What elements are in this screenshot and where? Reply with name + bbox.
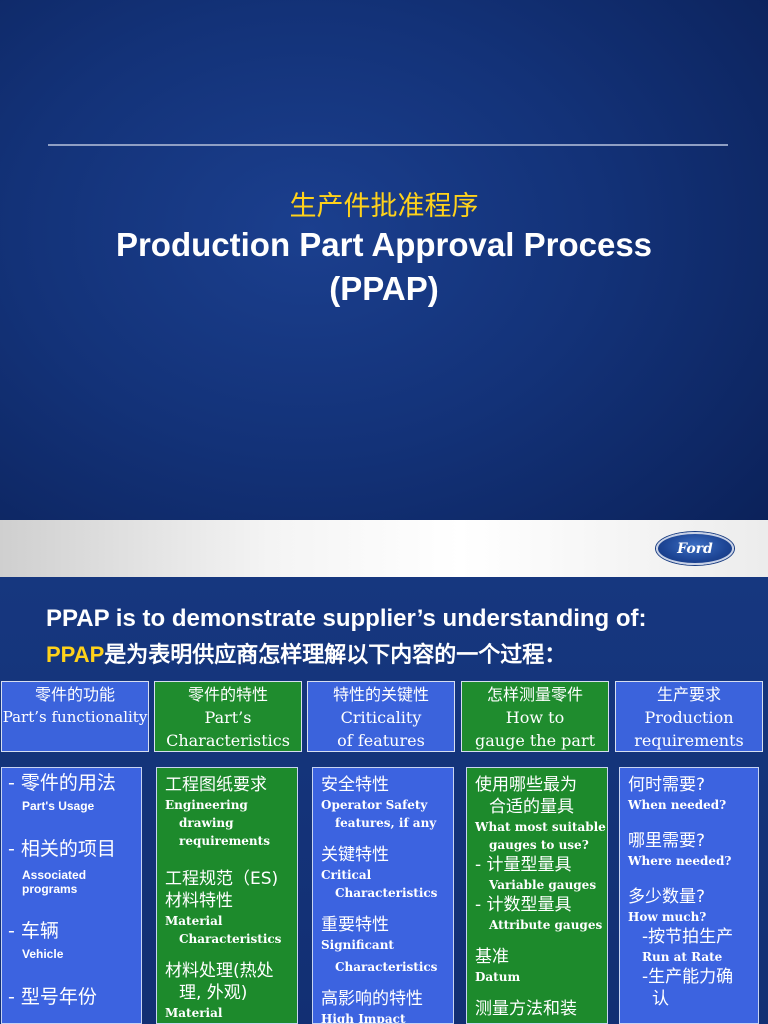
text-en: Material [165, 914, 223, 928]
text-cn: 理, 外观) [179, 983, 248, 1003]
column-parts-characteristics: 工程图纸要求 Engineering drawing requirements … [156, 767, 298, 1024]
text-en: Datum [475, 970, 521, 984]
text-en: Critical [321, 868, 372, 882]
column-criticality: 安全特性 Operator Safety features, if any 关键… [312, 767, 454, 1024]
header-cn: 零件的功能 [34, 685, 115, 704]
item-cn: - 型号年份 [8, 986, 97, 1008]
column-production: 何时需要? When needed? 哪里需要? Where needed? 多… [619, 767, 759, 1024]
title-abbreviation: (PPAP) [329, 270, 439, 307]
text-en: High Impact [321, 1012, 406, 1024]
heading-english: PPAP is to demonstrate supplier’s unders… [46, 605, 647, 632]
text-en: Variable gauges [489, 878, 597, 892]
header-cn: 生产要求 [656, 685, 721, 704]
header-en-2: Characteristics [166, 731, 290, 750]
text-en: Run at Rate [642, 950, 723, 964]
ford-logo: Ford [656, 532, 734, 565]
text-cn: - 计数型量具 [475, 895, 572, 915]
heading-ppap-prefix: PPAP [46, 642, 105, 667]
text-en: Operator Safety [321, 798, 428, 812]
header-en-2: gauge the part [474, 731, 596, 750]
header-gauge: 怎样测量零件 How to gauge the part [461, 681, 609, 752]
item-en-2: programs [22, 882, 78, 896]
text-cn: 认 [652, 989, 669, 1009]
item-en: Vehicle [22, 947, 64, 961]
header-cn: 特性的关键性 [332, 685, 429, 704]
text-en: features, if any [335, 816, 437, 830]
header-en: Part’s [204, 708, 252, 727]
item-en: Part's Usage [22, 799, 95, 813]
text-en: Material [165, 1006, 223, 1020]
text-en: Where needed? [628, 854, 732, 868]
text-cn: 哪里需要? [628, 831, 706, 851]
text-en: Attribute gauges [489, 918, 603, 932]
heading-chinese: PPAP是为表明供应商怎样理解以下内容的一个过程： [46, 637, 566, 669]
text-en: What most suitable [475, 820, 606, 834]
header-en-2: requirements [634, 731, 744, 750]
text-cn: 关键特性 [321, 845, 389, 865]
text-en: requirements [179, 834, 270, 848]
item-cn: - 车辆 [8, 920, 59, 942]
text-en: When needed? [628, 798, 727, 812]
text-cn: 基准 [475, 947, 509, 967]
header-en: Production [644, 708, 734, 727]
slide-footer-band [0, 520, 768, 577]
header-en: Part’s functionality [2, 708, 148, 726]
text-cn: 何时需要? [628, 775, 706, 795]
text-cn: 材料处理(热处 [165, 961, 274, 981]
header-criticality: 特性的关键性 Criticality of features [307, 681, 455, 752]
item-cn: - 相关的项目 [8, 838, 116, 860]
item-en: Associated [22, 868, 87, 882]
text-cn: -生产能力确 [642, 967, 734, 987]
header-parts-functionality: 零件的功能 Part’s functionality [1, 681, 149, 752]
header-cn: 怎样测量零件 [486, 685, 583, 704]
text-en: gauges to use? [489, 838, 589, 852]
text-cn: 合适的量具 [489, 797, 574, 817]
text-cn: - 计量型量具 [475, 855, 572, 875]
text-cn: 工程规范（ES) [165, 869, 279, 889]
header-parts-characteristics: 零件的特性 Part’s Characteristics [154, 681, 302, 752]
text-en: Characteristics [335, 886, 438, 900]
text-cn: -按节拍生产 [642, 927, 734, 947]
text-cn: 使用哪些最为 [475, 775, 577, 795]
column-gauge: 使用哪些最为 合适的量具 What most suitable gauges t… [466, 767, 608, 1024]
text-en: drawing [179, 816, 234, 830]
header-production: 生产要求 Production requirements [615, 681, 763, 752]
text-en: Characteristics [335, 960, 438, 974]
title-english: Production Part Approval Process [115, 226, 653, 263]
text-cn: 安全特性 [321, 775, 389, 795]
text-en: Engineering [165, 798, 248, 812]
item-cn: - 零件的用法 [8, 772, 116, 794]
text-en: Characteristics [179, 932, 282, 946]
text-cn: 测量方法和装 [475, 999, 577, 1019]
text-en: How much? [628, 910, 707, 924]
ford-logo-text: Ford [677, 540, 713, 557]
heading-chinese-rest: 是为表明供应商怎样理解以下内容的一个过程： [104, 643, 567, 668]
title-divider-line [48, 144, 728, 146]
text-cn: 工程图纸要求 [165, 775, 267, 795]
header-cn: 零件的特性 [187, 685, 268, 704]
title-chinese: 生产件批准程序 [289, 191, 479, 222]
text-en: Significant [321, 938, 394, 952]
text-cn: 多少数量? [628, 887, 706, 907]
text-cn: 高影响的特性 [321, 989, 423, 1009]
text-cn: 材料特性 [165, 891, 233, 911]
header-en: How to [505, 708, 565, 727]
header-en-2: of features [337, 731, 425, 750]
text-cn: 重要特性 [321, 915, 389, 935]
header-en: Criticality [340, 708, 422, 727]
column-parts-functionality: - 零件的用法 Part's Usage - 相关的项目 Associated … [1, 767, 142, 1024]
title-slide: 生产件批准程序 Production Part Approval Process… [0, 0, 768, 577]
